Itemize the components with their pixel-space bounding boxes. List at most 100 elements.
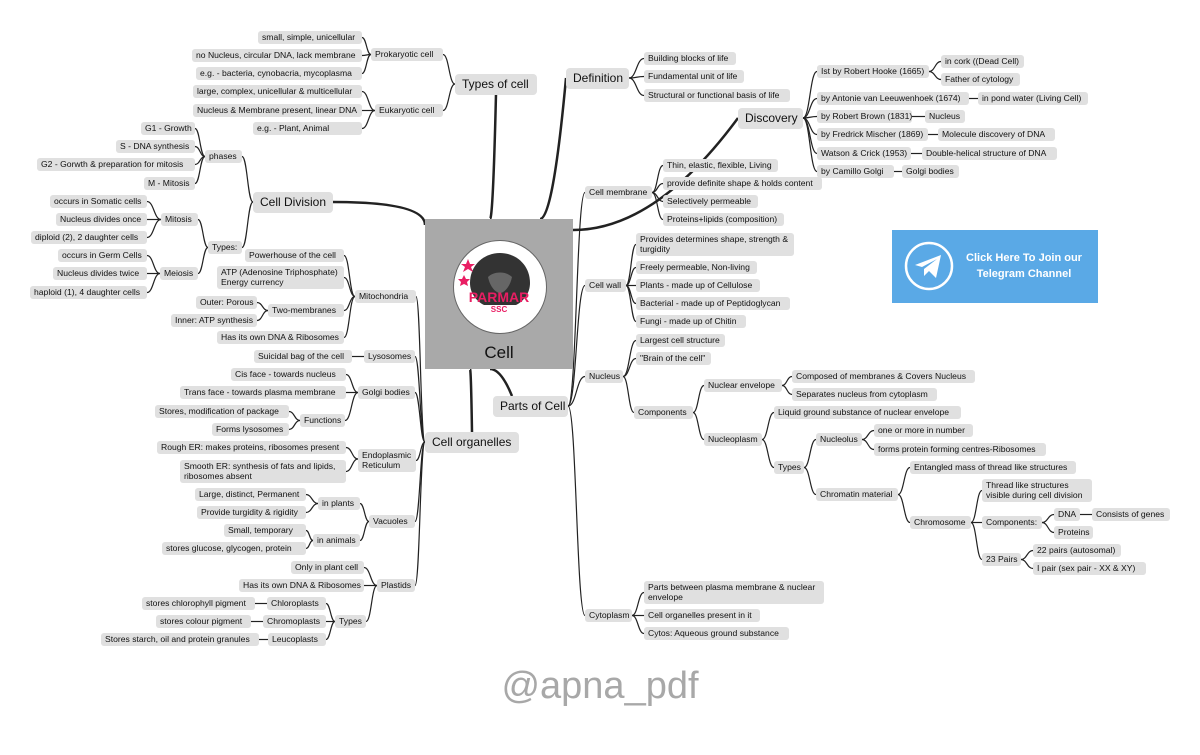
connector-parts-cw bbox=[567, 284, 586, 407]
node-d3: by Robert Brown (1831) bbox=[817, 110, 912, 123]
connector-nplasm-ntypes bbox=[761, 438, 775, 469]
node-d2a: in pond water (Living Cell) bbox=[978, 92, 1088, 105]
node-div: Cell Division bbox=[253, 192, 333, 213]
node-cw1: Provides determines shape, strength & tu… bbox=[636, 233, 794, 256]
connector-pro-pro1 bbox=[361, 36, 372, 56]
node-def2: Fundamental unit of life bbox=[644, 70, 744, 83]
connector-disc-d6 bbox=[802, 117, 818, 173]
node-mt1: Powerhouse of the cell bbox=[245, 249, 344, 262]
connector-inanimals-va2 bbox=[305, 539, 314, 550]
node-inanimals: in animals bbox=[313, 534, 360, 547]
connector-ptypes-chloro bbox=[325, 602, 336, 623]
connector-mito-mt2 bbox=[343, 276, 356, 298]
connector-org-golgi bbox=[414, 391, 426, 443]
connector-dtypes-mitosis bbox=[197, 218, 209, 249]
logo-text: PARMAR bbox=[468, 289, 530, 305]
node-nu2: "Brain of the cell" bbox=[636, 352, 711, 365]
node-nucleolus: Nucleolus bbox=[816, 433, 862, 446]
node-go1: Cis face - towards nucleus bbox=[231, 368, 346, 381]
node-phases: phases bbox=[205, 150, 242, 163]
node-chromo: Chromoplasts bbox=[263, 615, 326, 628]
connector-cm-cm4 bbox=[651, 191, 664, 221]
connector-disc-d1 bbox=[802, 70, 818, 119]
connector-nuc-nu1 bbox=[622, 339, 637, 378]
connector-cscomp-dna bbox=[1041, 513, 1055, 524]
node-nenv: Nuclear envelope bbox=[704, 379, 782, 392]
branch-connector-types bbox=[488, 93, 498, 221]
node-dna: DNA bbox=[1054, 508, 1080, 521]
node-pro: Prokaryotic cell bbox=[371, 48, 443, 61]
node-ph1: G1 - Growth bbox=[141, 122, 195, 135]
connector-vac-inplants bbox=[359, 502, 370, 523]
connector-cw-cw5 bbox=[625, 284, 637, 323]
connector-inplants-vp1 bbox=[305, 493, 319, 505]
node-ph3: G2 - Gorwth & preparation for mitosis bbox=[37, 158, 195, 171]
node-lyso: Lysosomes bbox=[364, 350, 415, 363]
node-ne1: Composed of membranes & Covers Nucleus bbox=[792, 370, 975, 383]
connector-mito-mt3 bbox=[343, 295, 356, 339]
node-prot: Proteins bbox=[1054, 526, 1093, 539]
node-ptypes: Types bbox=[335, 615, 366, 628]
connector-pro-pro3 bbox=[361, 53, 372, 75]
node-cy2: Cell organelles present in it bbox=[644, 609, 760, 622]
connector-cyto-cy1 bbox=[631, 591, 645, 617]
node-cw: Cell wall bbox=[585, 279, 626, 292]
node-euk: Eukaryotic cell bbox=[375, 104, 443, 117]
node-nuc: Nucleus bbox=[585, 370, 623, 383]
connector-def-def1 bbox=[628, 57, 645, 79]
node-cw2: Freely permeable, Non-living bbox=[636, 261, 757, 274]
node-cm1: Thin, elastic, flexible, Living bbox=[663, 159, 778, 172]
node-parts: Parts of Cell bbox=[493, 396, 568, 417]
node-d2: by Antonie van Leeuwenhoek (1674) bbox=[817, 92, 969, 105]
node-d6a: Golgi bodies bbox=[902, 165, 959, 178]
node-mi1: occurs in Somatic cells bbox=[50, 195, 147, 208]
node-meiosis: Meiosis bbox=[160, 267, 198, 280]
branch-connector-disc bbox=[572, 117, 740, 232]
connector-plast-pl1 bbox=[363, 566, 378, 587]
node-euk2: Nucleus & Membrane present, linear DNA bbox=[193, 104, 362, 117]
node-d4: by Fredrick Mischer (1869) bbox=[817, 128, 928, 141]
connector-nucleolus-nl1 bbox=[861, 429, 875, 441]
node-me2: Nucleus divides twice bbox=[53, 267, 147, 280]
node-me1: occurs in Germ Cells bbox=[58, 249, 147, 262]
node-chromod: stores colour pigment bbox=[156, 615, 251, 628]
connector-chrom-chromosome bbox=[897, 493, 911, 524]
telegram-join-banner[interactable]: Click Here To Join our Telegram Channel bbox=[892, 230, 1098, 303]
node-def3: Structural or functional basis of life bbox=[644, 89, 790, 102]
connector-nenv-ne2 bbox=[781, 384, 793, 396]
node-ph4: M - Mitosis bbox=[144, 177, 195, 190]
node-pr2: I pair (sex pair - XX & XY) bbox=[1033, 562, 1146, 575]
connector-vac-inanimals bbox=[359, 520, 370, 542]
branch-connector-div bbox=[332, 200, 427, 226]
node-dna1: Consists of genes bbox=[1092, 508, 1170, 521]
node-nu1: Largest cell structure bbox=[636, 334, 725, 347]
node-ntypes: Types bbox=[774, 461, 804, 474]
node-pairs: 23 Pairs bbox=[982, 553, 1021, 566]
node-pro1: small, simple, unicellular bbox=[258, 31, 362, 44]
node-cm4: Proteins+lipids (composition) bbox=[663, 213, 784, 226]
connector-chromosome-cs1 bbox=[970, 489, 983, 524]
node-d6: by Camillo Golgi bbox=[817, 165, 894, 178]
node-chrom: Chromatin material bbox=[816, 488, 898, 501]
connector-chrom-cr1 bbox=[897, 466, 911, 496]
node-tm2: Inner: ATP synthesis bbox=[171, 314, 257, 327]
node-d1b: Father of cytology bbox=[941, 73, 1020, 86]
connector-comp-nenv bbox=[692, 384, 705, 414]
connector-mitosis-mi3 bbox=[146, 218, 162, 239]
parmar-ssc-logo bbox=[453, 240, 547, 334]
connector-def-def3 bbox=[628, 77, 645, 97]
connector-inplants-vp2 bbox=[305, 502, 319, 514]
connector-d1-d1b bbox=[928, 70, 942, 81]
telegram-icon bbox=[904, 241, 954, 291]
node-cm3: Selectively permeable bbox=[663, 195, 758, 208]
node-vp1: Large, distinct, Permanent bbox=[195, 488, 306, 501]
node-vp2: Provide turgidity & rigidity bbox=[197, 506, 306, 519]
node-def: Definition bbox=[566, 68, 629, 89]
node-cm2: provide definite shape & holds content bbox=[663, 177, 822, 190]
connector-div-dtypes bbox=[241, 201, 254, 249]
connector-twomem-tm2 bbox=[256, 309, 269, 322]
connector-meiosis-me1 bbox=[146, 254, 161, 275]
connector-func-fn2 bbox=[288, 419, 301, 431]
connector-nucleolus-nl2 bbox=[861, 438, 875, 451]
node-va2: stores glucose, glycogen, protein bbox=[162, 542, 306, 555]
